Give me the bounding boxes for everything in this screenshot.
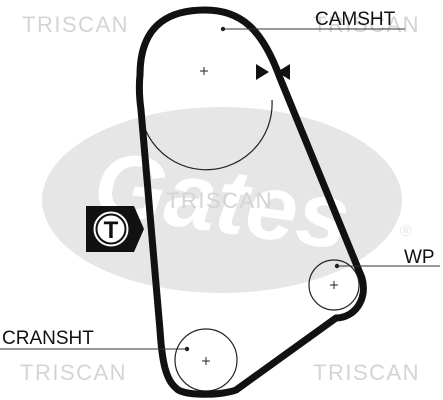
tensioner-badge-letter: T: [104, 217, 119, 244]
tensioner-badge: T: [86, 206, 144, 252]
crankshaft-leader-dot: [184, 346, 190, 352]
crankshaft-center-mark: [202, 357, 210, 365]
tensioner-badge-ring: [95, 213, 127, 245]
watermark-center: TRISCAN: [166, 188, 273, 213]
water-pump-center-mark: [330, 281, 338, 289]
crankshaft-label: CRANSHT: [2, 328, 94, 349]
water-pump-pulley: [308, 259, 360, 311]
tensioner-badge-circle: [93, 211, 129, 247]
timing-belt: [135, 6, 367, 398]
logo-registered-mark: ®: [400, 223, 412, 240]
watermark-bottom-right: TRISCAN: [313, 360, 420, 385]
tension-arrows-icon: [256, 64, 290, 80]
watermark-top-left: TRISCAN: [22, 12, 129, 37]
water-pump-leader-dot: [334, 263, 340, 269]
camshaft-label: CAMSHT: [315, 9, 396, 30]
camshaft-center-mark: [200, 67, 208, 75]
watermark-bottom-left: TRISCAN: [20, 360, 127, 385]
camshaft-leader-dot: [220, 26, 226, 32]
watermark-top-right: TRISCAN: [313, 12, 420, 37]
water-pump-label: WP: [404, 247, 435, 268]
